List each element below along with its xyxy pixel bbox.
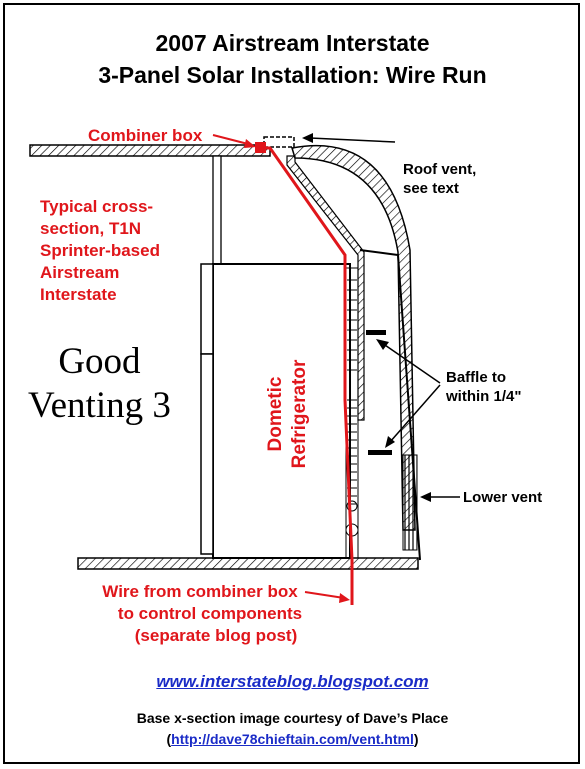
cross-section-line: Airstream <box>40 263 120 282</box>
refrigerator-line: Refrigerator <box>289 359 310 469</box>
lower-vent-grille <box>402 454 418 551</box>
cross-section-line: section, T1N <box>40 219 142 238</box>
credit-url-line: (http://dave78chieftain.com/vent.html) <box>166 731 419 747</box>
cross-section-line: Typical cross- <box>40 197 154 216</box>
roof-vent-arrow <box>302 133 396 143</box>
lower-vent-arrow <box>420 492 460 502</box>
wire-run-line: to control components <box>117 604 303 623</box>
good-venting-label: Good Venting 3 <box>28 340 171 428</box>
refrigerator-label: Dometic Refrigerator <box>264 349 324 479</box>
good-venting-line: Venting 3 <box>28 385 171 426</box>
credit-url-link[interactable]: http://dave78chieftain.com/vent.html <box>171 731 414 747</box>
baffle-label: Baffle to within 1/4" <box>446 368 521 406</box>
title-line-2: 3-Panel Solar Installation: Wire Run <box>98 62 487 88</box>
baffle-lower <box>368 450 392 455</box>
cross-section-label: Typical cross- section, T1N Sprinter-bas… <box>40 196 160 306</box>
inner-baffle-wall <box>286 155 365 421</box>
wire-run-line: Wire from combiner box <box>102 582 298 601</box>
good-venting-line: Good <box>58 341 141 382</box>
refrigerator-body <box>200 263 351 559</box>
roof-vent-cap <box>263 136 295 148</box>
border-frame <box>3 3 580 764</box>
roof-vent-label: Roof vent, see text <box>403 160 476 198</box>
combiner-box-arrow <box>212 134 256 148</box>
cross-section-line: Sprinter-based <box>40 241 160 260</box>
roof-vent-line: see text <box>403 180 459 197</box>
cross-section-line: Interstate <box>40 285 117 304</box>
baffle-line: within 1/4" <box>446 388 522 405</box>
floor-slab <box>77 557 419 570</box>
lower-vent-label: Lower vent <box>463 489 543 506</box>
refrigerator-line: Dometic <box>265 376 286 452</box>
baffle-upper <box>366 330 386 335</box>
title-line-1: 2007 Airstream Interstate <box>155 30 430 56</box>
blog-url-link[interactable]: www.interstateblog.blogspot.com <box>156 672 429 691</box>
credit-line: Base x-section image courtesy of Dave’s … <box>136 710 449 726</box>
wire-run-label: Wire from combiner box to control compon… <box>80 581 320 647</box>
wire-arrow <box>304 591 350 603</box>
baffle-line: Baffle to <box>446 369 506 386</box>
baffle-arrows <box>376 339 441 448</box>
upper-cabinet-wall <box>212 155 222 265</box>
wire-run-line: (separate blog post) <box>134 626 298 645</box>
combiner-box-label: Combiner box <box>88 126 203 145</box>
solar-wire <box>255 142 354 605</box>
roof-vent-line: Roof vent, <box>403 161 477 178</box>
